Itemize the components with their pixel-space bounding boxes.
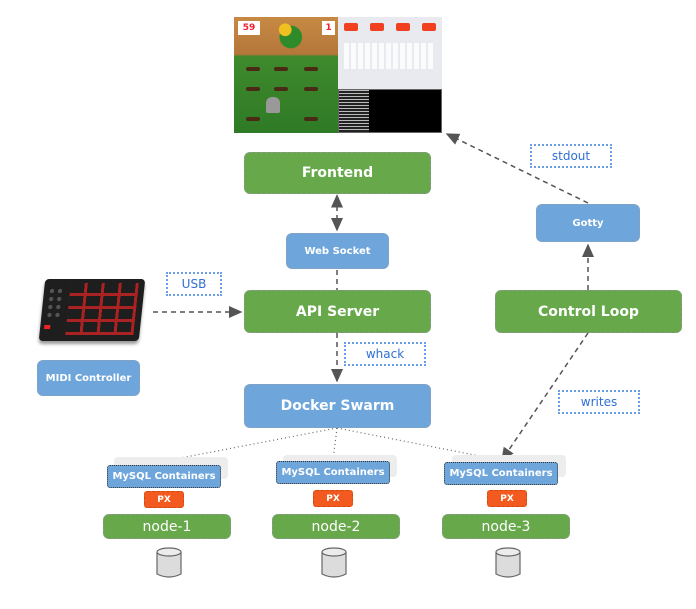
hole [274,67,288,71]
stdout-edge-label: stdout [530,144,612,168]
hole [246,67,260,71]
knobs [45,287,65,317]
sunflower-icon [274,19,302,55]
mole-icon [266,97,280,113]
hole [304,87,318,91]
node-1: node-1 [103,514,231,539]
hole [246,117,260,121]
usb-edge-label: USB [166,272,222,296]
edge-swarm-node1 [169,427,338,461]
midi-controller-image [38,275,152,347]
dashboard-button [422,23,436,31]
score-card-right: 1 [322,21,335,35]
score-card-left: 59 [238,21,260,35]
hole [246,87,260,91]
edge-swarm-node2 [332,427,338,461]
api-server-node: API Server [244,290,431,333]
px-node-3: PX [487,490,527,507]
disk-icon [321,547,347,578]
midi-controller-body [38,279,146,341]
hole [304,67,318,71]
disk-icon [495,547,521,578]
terminal-panel [338,89,442,133]
control-loop-node: Control Loop [495,290,682,333]
mysql-containers-node-3: MySQL Containers [444,462,558,485]
px-node-2: PX [313,490,353,507]
app-screenshot: 59 1 [234,17,442,133]
red-button [44,325,51,329]
dashboard-button [396,23,410,31]
mysql-containers-node-1: MySQL Containers [107,465,221,488]
midi-controller-node: MIDI Controller [37,360,140,396]
container-grid [344,43,434,69]
mysql-containers-node-2: MySQL Containers [276,461,390,484]
hole [274,87,288,91]
dashboard-button [370,23,384,31]
dashboard-button [344,23,358,31]
pad-grid [65,283,139,335]
game-panel: 59 1 [234,17,338,133]
edge-controlloop-mysql3 [501,332,589,462]
frontend-node: Frontend [244,152,431,194]
edge-gotty-screenshot [445,133,589,204]
hole [304,117,318,121]
disk-icon [156,547,182,578]
terminal-log [339,90,369,132]
writes-edge-label: writes [558,390,640,414]
gotty-node: Gotty [536,204,640,242]
docker-swarm-node: Docker Swarm [244,384,431,428]
web-socket-node: Web Socket [286,233,389,269]
node-3: node-3 [442,514,570,539]
px-node-1: PX [144,491,184,508]
node-2: node-2 [272,514,400,539]
whack-edge-label: whack [344,342,426,366]
